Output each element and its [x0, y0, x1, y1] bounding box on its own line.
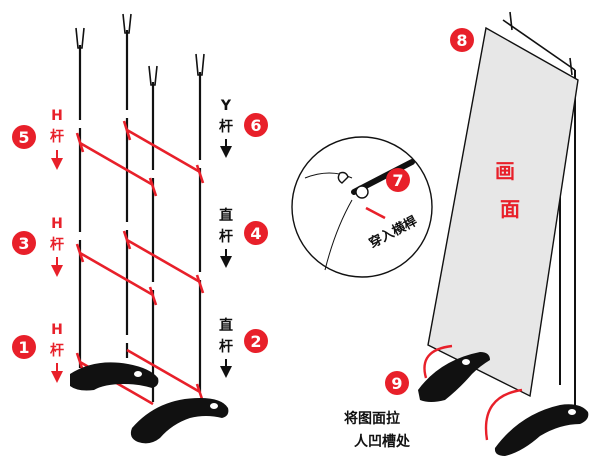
svg-text:6: 6	[250, 116, 261, 135]
vertical-poles	[75, 13, 205, 402]
step-3-badge: 3	[12, 231, 36, 255]
base-feet	[70, 362, 229, 444]
y-rod-top: Y	[220, 98, 232, 114]
step-1-badge: 1	[12, 335, 36, 359]
banner-panel	[427, 26, 579, 398]
svg-text:8: 8	[456, 31, 467, 50]
svg-text:7: 7	[392, 171, 403, 190]
svg-text:9: 9	[391, 374, 402, 393]
straight-rod-2-bottom: 杆	[219, 338, 233, 355]
step-9-badge: 9	[385, 371, 409, 395]
banner-text-line2: 面	[500, 197, 520, 221]
svg-text:5: 5	[18, 128, 29, 147]
banner-text-line1: 画	[495, 159, 515, 183]
svg-text:2: 2	[250, 332, 261, 351]
pull-into-groove-line1: 将图面拉	[344, 410, 400, 427]
straight-rod-4-bottom: 杆	[219, 228, 233, 245]
svg-text:4: 4	[250, 224, 261, 243]
h-rod-1-top: H	[51, 322, 63, 338]
step-8-badge: 8	[450, 28, 474, 52]
straight-rod-2-top: 直	[219, 317, 233, 334]
straight-rod-4-top: 直	[219, 207, 233, 224]
pull-into-groove-line2: 人凹槽处	[354, 433, 411, 450]
h-rod-5-top: H	[51, 108, 63, 124]
step-7-badge: 7	[386, 168, 410, 192]
pole-joint-gaps	[76, 110, 204, 343]
svg-text:1: 1	[18, 338, 29, 357]
banner-stand: 画 面	[418, 11, 589, 456]
h-rod-3-bottom: 杆	[50, 236, 64, 253]
h-crossbars	[75, 120, 205, 406]
step-6-badge: 6	[244, 113, 268, 137]
step-2-badge: 2	[244, 329, 268, 353]
y-rod-bottom: 杆	[219, 118, 233, 135]
h-rod-5-bottom: 杆	[50, 128, 64, 145]
svg-text:3: 3	[18, 234, 29, 253]
step-5-badge: 5	[12, 125, 36, 149]
h-rod-3-top: H	[51, 216, 63, 232]
frame-assembly	[70, 13, 229, 444]
crossbar-detail: 穿入横桿	[291, 136, 433, 278]
step-4-badge: 4	[244, 221, 268, 245]
h-rod-1-bottom: 杆	[50, 342, 64, 359]
